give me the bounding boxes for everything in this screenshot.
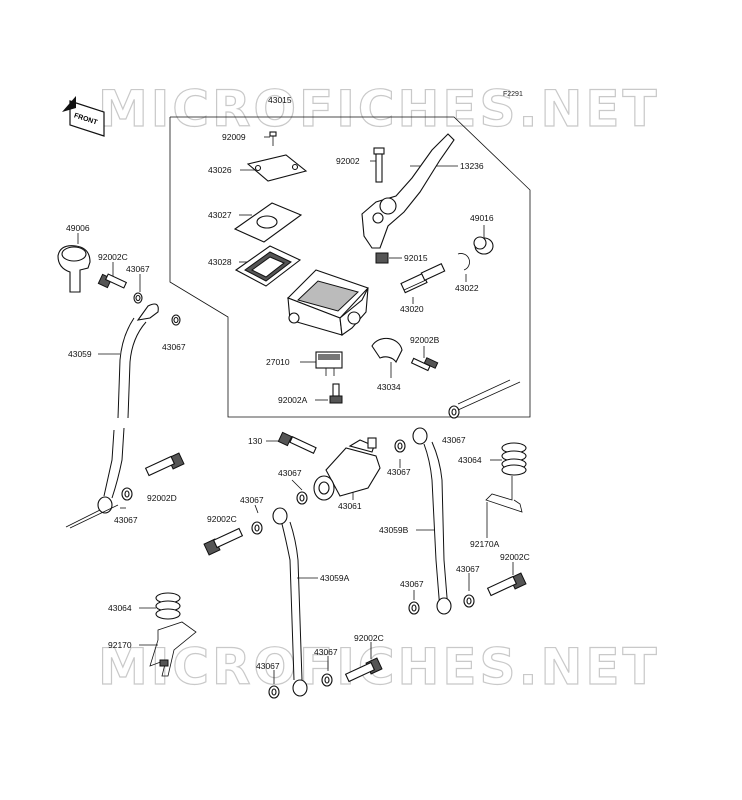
leader-lines (77, 136, 514, 684)
part-label: 43059A (320, 573, 350, 583)
part-label: 43067 (162, 342, 186, 352)
part-label: 13236 (460, 161, 484, 171)
boot-49016 (473, 236, 494, 255)
hose-43059B (412, 427, 452, 615)
bolt-92002C-bottom (344, 657, 383, 683)
bolt-92002B (410, 357, 439, 372)
piston-43020 (400, 262, 446, 294)
part-label: 43059 (68, 349, 92, 359)
circlip-43022 (457, 253, 470, 271)
part-label: 43034 (377, 382, 401, 392)
front-arrow-icon: FRONT (62, 96, 105, 137)
part-label: 43067 (114, 515, 138, 525)
screw-92002A (329, 383, 343, 404)
part-label: 92002A (278, 395, 308, 405)
cap-43026 (246, 154, 308, 182)
part-label: 43067 (442, 435, 466, 445)
washer-43067-10 (268, 685, 280, 699)
washer-43067-1 (133, 292, 143, 304)
part-label: 92002C (207, 514, 237, 524)
washer-43067-9 (463, 594, 475, 608)
part-label: 43022 (455, 283, 479, 293)
rear-master-cylinder-43061 (313, 437, 381, 501)
master-cylinder-body (287, 269, 369, 336)
part-label: 43015 (268, 95, 292, 105)
guide-line-2 (457, 379, 511, 405)
lever-13236 (361, 133, 455, 249)
part-label: 43067 (278, 468, 302, 478)
part-label: 92170 (108, 640, 132, 650)
part-label: 49016 (470, 213, 494, 223)
nut-92015 (375, 252, 389, 264)
part-label: 92002B (410, 335, 440, 345)
switch-27010 (315, 351, 343, 376)
boot-49006 (57, 245, 91, 293)
part-label: 43067 (456, 564, 480, 574)
washer-43067-11 (321, 673, 333, 687)
clip-92170 (149, 621, 197, 677)
part-label: 92009 (222, 132, 246, 142)
part-label: 92015 (404, 253, 428, 263)
part-label: 92002C (500, 552, 530, 562)
hose-43059A (272, 507, 308, 697)
part-label: 43067 (400, 579, 424, 589)
figure-code: F2291 (503, 91, 523, 98)
plate-43027 (233, 202, 303, 243)
spring-43064-left (155, 592, 181, 620)
part-label: 43020 (400, 304, 424, 314)
part-label: 43067 (256, 661, 280, 671)
part-label: 43027 (208, 210, 232, 220)
washer-43067-5 (251, 521, 263, 535)
clamp-43034 (371, 337, 403, 364)
washer-43067-3 (121, 487, 133, 501)
part-label: 27010 (266, 357, 290, 367)
part-label: 43061 (338, 501, 362, 511)
washer-43067-7 (448, 405, 460, 419)
watermark-top: MICROFICHES.NET (97, 80, 660, 138)
clip-92170-block (159, 659, 169, 667)
part-label: 92002D (147, 493, 177, 503)
bolt-92002C-midleft (203, 527, 244, 556)
assembly-outline (169, 116, 531, 418)
part-label: 43059B (379, 525, 409, 535)
part-label: 43028 (208, 257, 232, 267)
part-label: 43064 (108, 603, 132, 613)
bolt-130 (277, 431, 317, 454)
guide-line (457, 381, 521, 411)
part-label: 92002C (354, 633, 384, 643)
part-label: 92002C (98, 252, 128, 262)
bolt-92002C-left (97, 273, 128, 289)
part-label: 130 (248, 436, 263, 446)
washer-43067-6 (394, 439, 406, 453)
part-label: 92002 (336, 156, 360, 166)
hose-43059 (65, 303, 159, 529)
part-label: 49006 (66, 223, 90, 233)
bolt-92002D (144, 452, 185, 477)
screw-92009 (269, 131, 277, 146)
part-label: 43064 (458, 455, 482, 465)
washer-43067-2 (171, 314, 181, 326)
clip-92170A (485, 476, 523, 513)
part-label: 92170A (470, 539, 500, 549)
washer-43067-4 (296, 491, 308, 505)
bolt-92002 (373, 147, 385, 183)
diaphragm-43028 (234, 245, 302, 287)
part-label: 43026 (208, 165, 232, 175)
spring-43064-right (501, 442, 527, 476)
part-label: 43067 (387, 467, 411, 477)
bolt-92002C-right (486, 572, 527, 597)
part-label: 43067 (314, 647, 338, 657)
part-label: 43067 (126, 264, 150, 274)
washer-43067-8 (408, 601, 420, 615)
part-label: 43067 (240, 495, 264, 505)
